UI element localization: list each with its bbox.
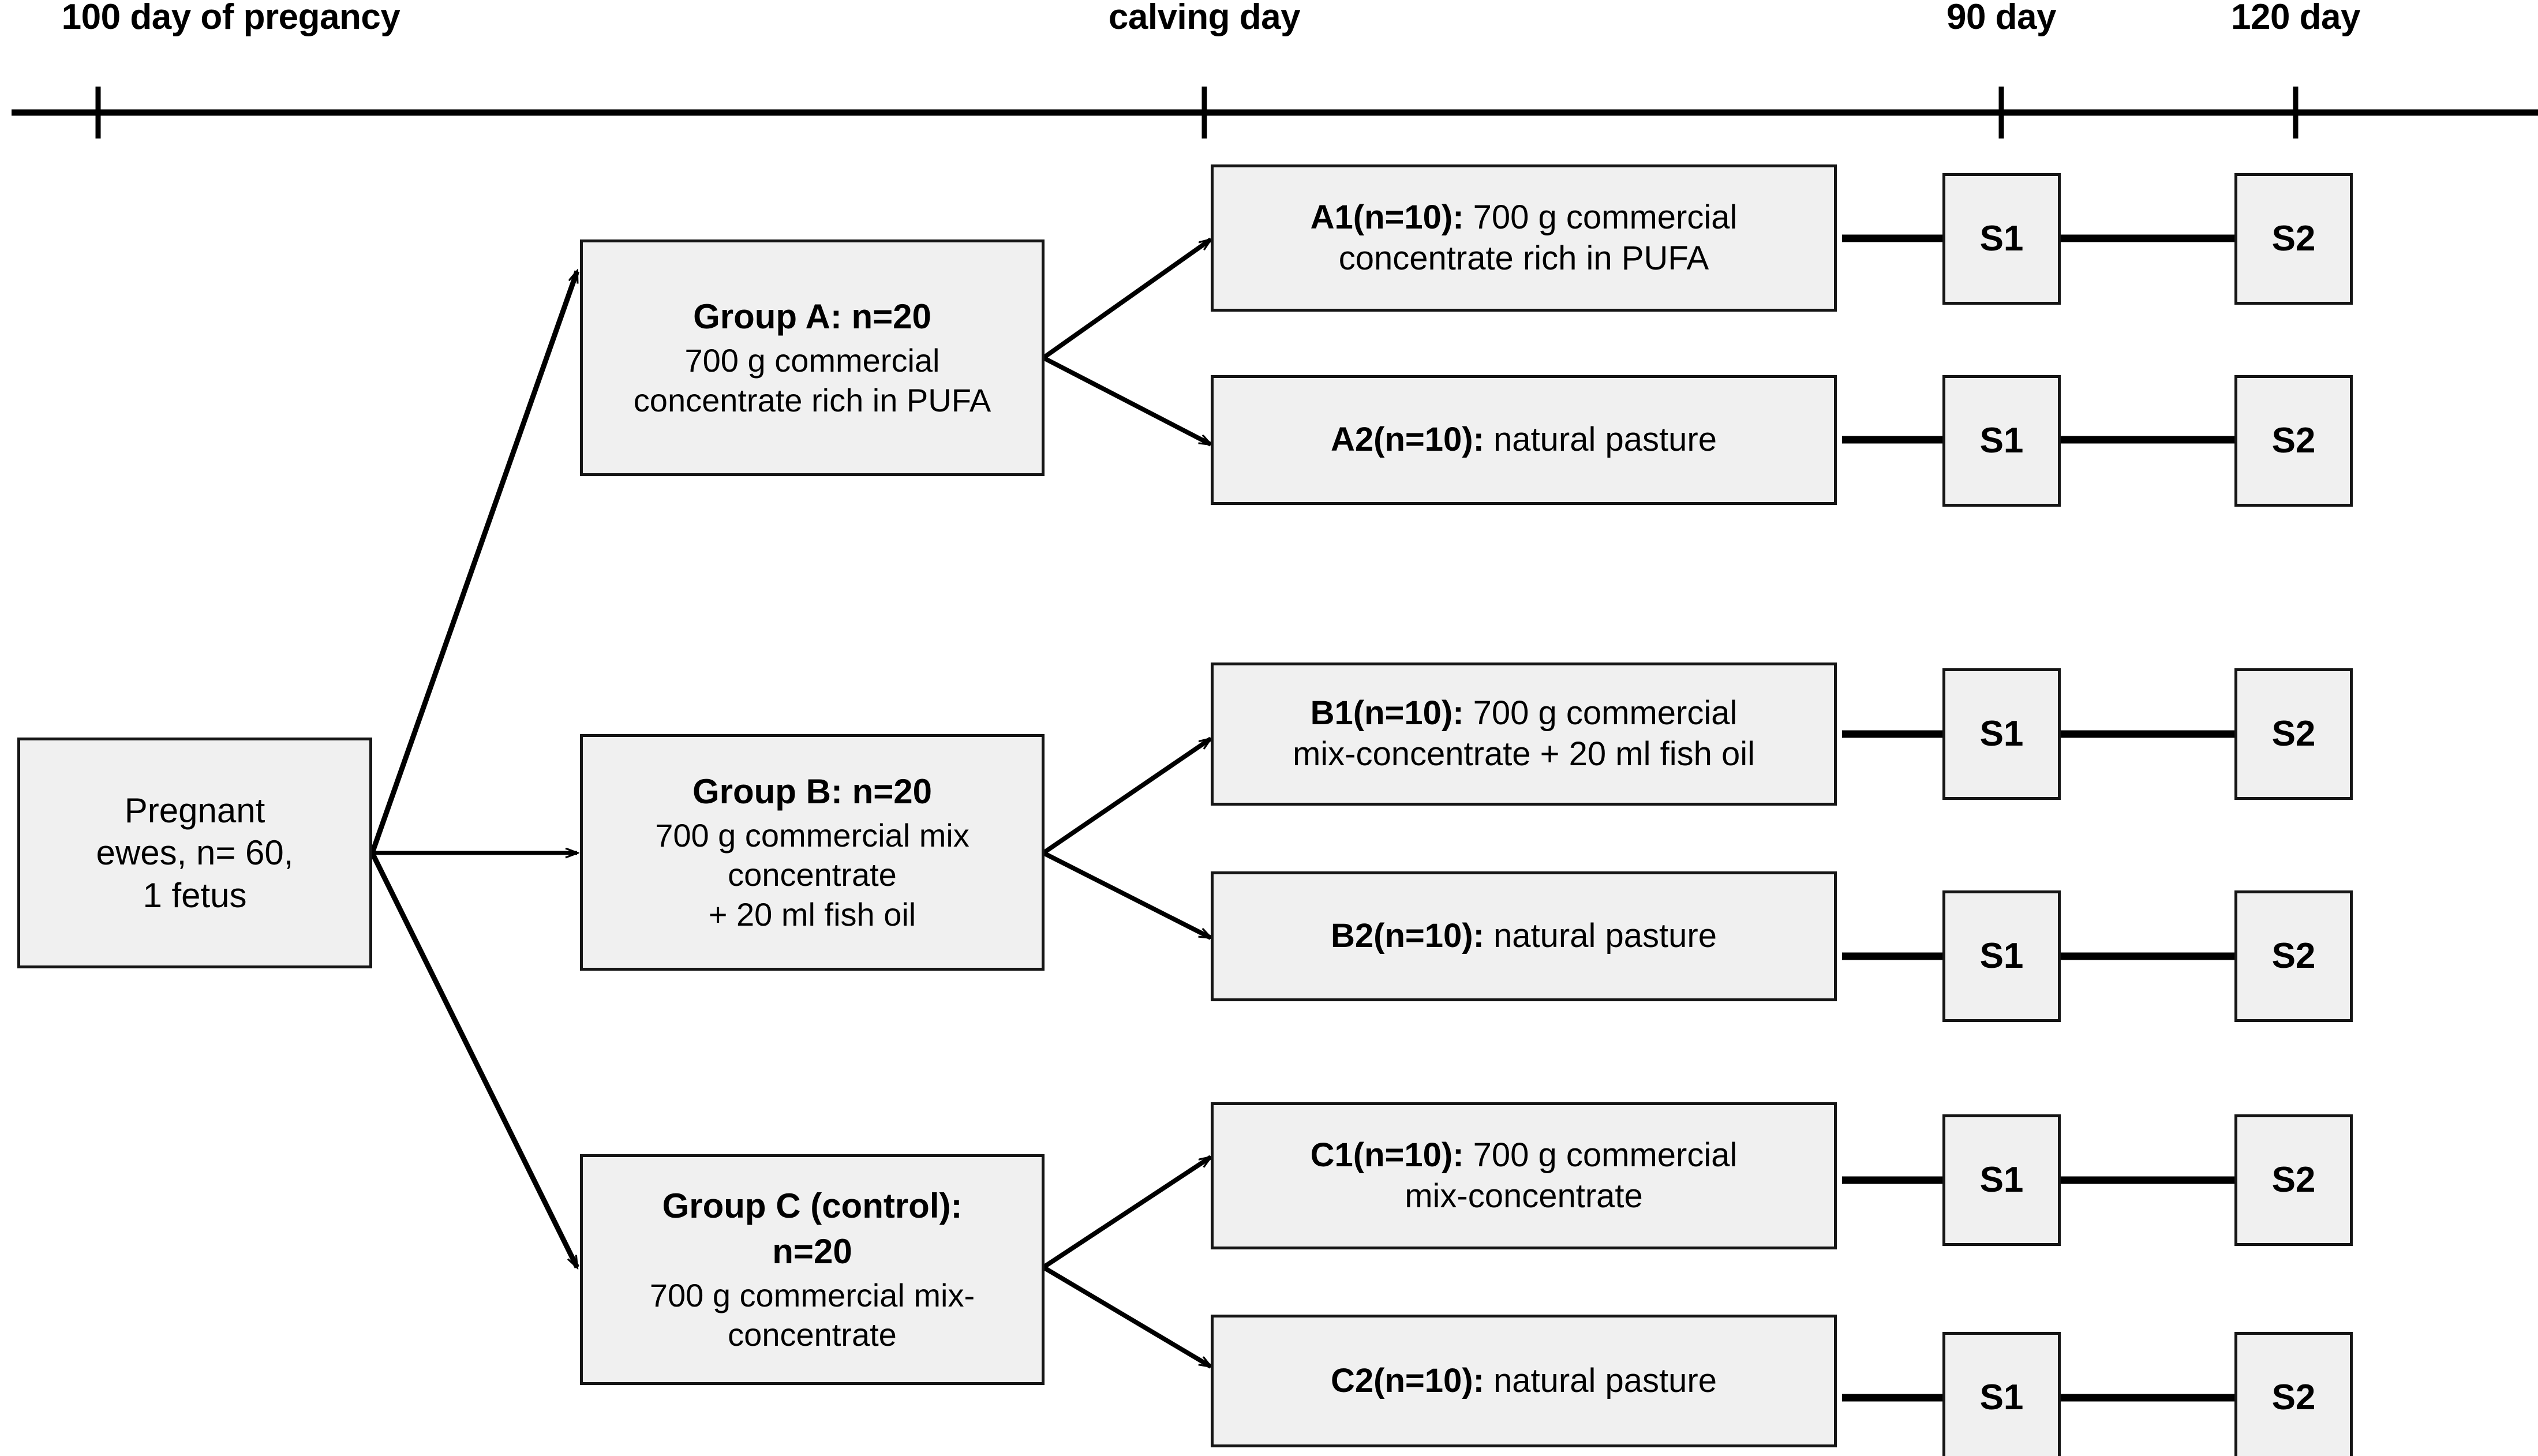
sampling-box-c2-s1[interactable]: S1	[1942, 1332, 2061, 1456]
group-b-detail-line-1: 700 g commercial mix	[655, 817, 969, 854]
subgroup-a2-lead: A2(n=10):	[1331, 421, 1484, 459]
sampling-box-a2-s2[interactable]: S2	[2234, 375, 2353, 507]
source-line-3: 1 fetus	[143, 875, 247, 915]
sampling-label: S2	[2271, 714, 2316, 754]
sampling-label: S2	[2271, 421, 2316, 461]
timeline-label-calving-day: calving day	[1108, 0, 1301, 37]
subgroup-a2-detail-1: natural pasture	[1484, 421, 1717, 459]
subgroup-box-c1[interactable]: C1(n=10): 700 g commercial mix-concentra…	[1211, 1102, 1837, 1249]
sampling-box-c2-s2[interactable]: S2	[2234, 1332, 2353, 1456]
sampling-label: S1	[1979, 219, 2024, 259]
subgroup-b1-lead: B1(n=10):	[1310, 694, 1464, 732]
arrow-group-a-to-subgroups	[1042, 237, 1211, 447]
subgroup-c2-lead: C2(n=10):	[1331, 1361, 1484, 1399]
subgroup-box-c2[interactable]: C2(n=10): natural pasture	[1211, 1315, 1837, 1447]
group-c-detail-line-1: 700 g commercial mix-	[649, 1277, 975, 1313]
arrow-source-to-groups	[369, 271, 580, 1267]
sampling-label: S1	[1979, 714, 2024, 754]
sampling-box-c1-s2[interactable]: S2	[2234, 1114, 2353, 1246]
subgroup-c1-lead: C1(n=10):	[1310, 1136, 1464, 1174]
sampling-box-b2-s2[interactable]: S2	[2234, 890, 2353, 1022]
sampling-box-b2-s1[interactable]: S1	[1942, 890, 2061, 1022]
timeline-label-100-day: 100 day of pregancy	[61, 0, 400, 37]
subgroup-c1-detail-2: mix-concentrate	[1405, 1177, 1643, 1215]
timeline-label-90-day: 90 day	[1946, 0, 2057, 37]
sampling-label: S2	[2271, 1160, 2316, 1200]
subgroup-b2-detail-1: natural pasture	[1484, 917, 1717, 955]
subgroup-b1-detail-1: 700 g commercial	[1463, 694, 1738, 732]
subgroup-box-b1[interactable]: B1(n=10): 700 g commercial mix-concentra…	[1211, 663, 1837, 806]
group-a-detail-line-1: 700 g commercial	[684, 342, 940, 379]
source-box-pregnant-ewes[interactable]: Pregnant ewes, n= 60, 1 fetus	[17, 738, 372, 968]
group-b-detail-line-3: + 20 ml fish oil	[708, 896, 916, 933]
group-b-title: Group B: n=20	[692, 772, 933, 811]
group-box-c[interactable]: Group C (control): n=20 700 g commercial…	[580, 1154, 1045, 1385]
subgroup-box-a1[interactable]: A1(n=10): 700 g commercial concentrate r…	[1211, 164, 1837, 312]
group-box-b[interactable]: Group B: n=20 700 g commercial mix conce…	[580, 734, 1045, 971]
group-b-detail-line-2: concentrate	[728, 856, 897, 893]
subgroup-a1-lead: A1(n=10):	[1310, 198, 1464, 236]
group-c-title-line-2: n=20	[772, 1232, 852, 1271]
sampling-box-b1-s1[interactable]: S1	[1942, 668, 2061, 800]
subgroup-c2-detail-1: natural pasture	[1484, 1361, 1717, 1399]
group-a-title: Group A: n=20	[693, 297, 931, 336]
sampling-label: S2	[2271, 936, 2316, 976]
sampling-box-c1-s1[interactable]: S1	[1942, 1114, 2061, 1246]
arrow-group-c-to-subgroups	[1042, 1155, 1211, 1369]
subgroup-b1-detail-2: mix-concentrate + 20 ml fish oil	[1292, 735, 1755, 773]
sampling-label: S1	[1979, 421, 2024, 461]
group-c-title: Group C (control):	[662, 1186, 963, 1225]
subgroup-a1-detail-1: 700 g commercial	[1463, 198, 1738, 236]
source-line-2: ewes, n= 60,	[96, 833, 294, 873]
sampling-label: S2	[2271, 1378, 2316, 1418]
subgroup-c1-detail-1: 700 g commercial	[1463, 1136, 1738, 1174]
sampling-label: S1	[1979, 936, 2024, 976]
subgroup-box-a2[interactable]: A2(n=10): natural pasture	[1211, 375, 1837, 505]
sampling-label: S1	[1979, 1378, 2024, 1418]
group-c-detail-line-2: concentrate	[728, 1316, 897, 1353]
subgroup-b2-lead: B2(n=10):	[1331, 917, 1484, 955]
sampling-label: S2	[2271, 219, 2316, 259]
subgroup-box-b2[interactable]: B2(n=10): natural pasture	[1211, 871, 1837, 1001]
group-box-a[interactable]: Group A: n=20 700 g commercial concentra…	[580, 239, 1045, 476]
sampling-box-a2-s1[interactable]: S1	[1942, 375, 2061, 507]
sampling-label: S1	[1979, 1160, 2024, 1200]
sampling-box-a1-s1[interactable]: S1	[1942, 173, 2061, 305]
sampling-box-a1-s2[interactable]: S2	[2234, 173, 2353, 305]
arrow-group-b-to-subgroups	[1042, 736, 1211, 940]
subgroup-a1-detail-2: concentrate rich in PUFA	[1338, 239, 1709, 277]
timeline-label-120-day: 120 day	[2230, 0, 2361, 37]
group-a-detail-line-2: concentrate rich in PUFA	[633, 381, 991, 418]
source-line-1: Pregnant	[124, 791, 265, 830]
timeline-axis	[12, 87, 2538, 139]
sampling-box-b1-s2[interactable]: S2	[2234, 668, 2353, 800]
